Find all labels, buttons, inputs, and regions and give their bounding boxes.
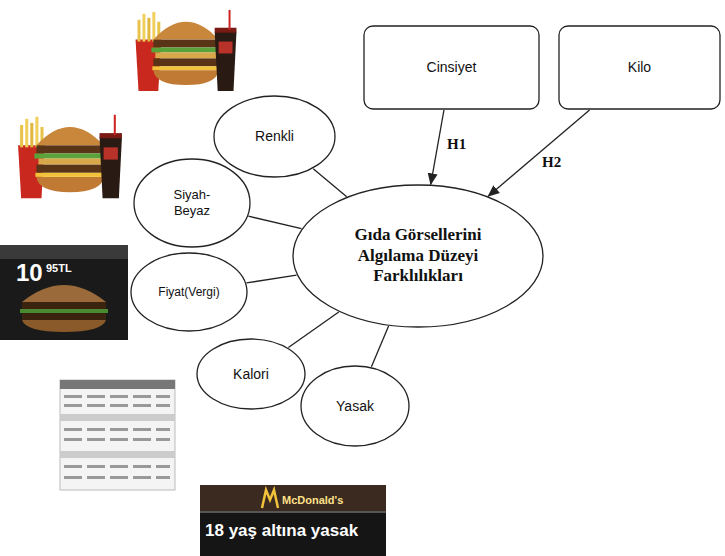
node-label: Kalori [233,366,269,383]
connector-line [248,216,301,228]
factor-box: Kilo [558,25,721,110]
node-label: Kilo [628,59,651,76]
node-text: Renkli [255,128,294,145]
dimension-ellipse: Fiyat(Vergi) [130,252,248,332]
node-text: Yasak [336,398,374,415]
node-label: Siyah-Beyaz [157,187,227,218]
central-construct: Gıda Görsellerini Algılama Düzeyi Farklı… [292,184,544,328]
node-text: Kalori [233,366,269,383]
factor-box: Cinsiyet [363,25,540,110]
connector-line [288,312,338,348]
dimension-ellipse: Yasak [300,365,410,447]
node-text: Cinsiyet [427,59,477,76]
connector-line [313,169,346,197]
hypothesis-arrow [431,110,444,184]
price-number: 10 [16,260,43,286]
connector-line [246,275,296,283]
node-label: Cinsiyet [427,59,477,76]
node-text: Siyah-Beyaz [157,187,227,218]
node-text: Fiyat(Vergi) [158,285,219,299]
node-label: Fiyat(Vergi) [158,285,219,299]
dimension-ellipse: Renkli [213,95,336,178]
connector-line [371,326,388,367]
node-text: Kilo [628,59,651,76]
node-label: Gıda Görsellerini Algılama Düzeyi Farklı… [336,225,501,286]
hypothesis-label: H1 [445,136,468,153]
hypothesis-arrow [488,110,589,196]
dimension-ellipse: Siyah-Beyaz [133,158,251,248]
node-text: Gıda Görsellerini Algılama Düzeyi Farklı… [336,225,501,286]
node-label: Renkli [255,128,294,145]
dimension-ellipse: Kalori [196,338,306,410]
ban-text: 18 yaş altına yasak [205,522,358,541]
sign-text: McDonald's [282,494,343,506]
hypothesis-label: H2 [540,154,563,171]
price-currency: 95TL [46,262,72,274]
node-label: Yasak [336,398,374,415]
